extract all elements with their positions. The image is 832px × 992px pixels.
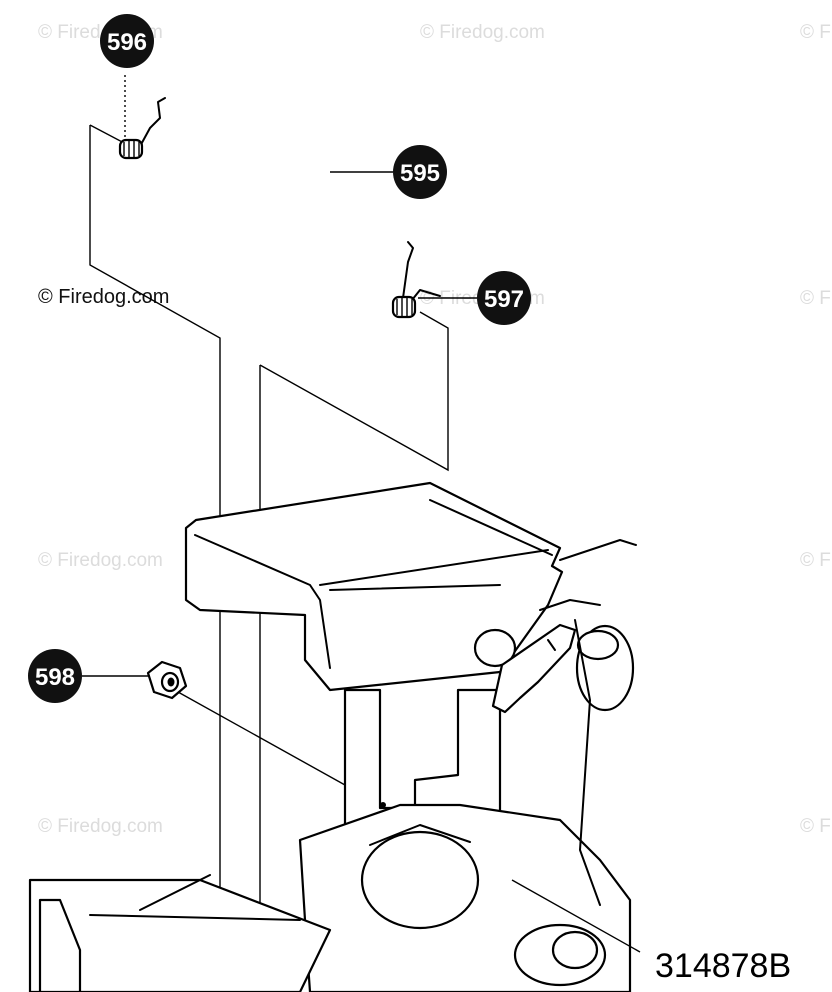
torsion-spring-597 [391, 241, 441, 319]
callout-badge [393, 145, 447, 199]
callout-596: 596 [100, 14, 154, 68]
callout-badge [28, 649, 82, 703]
watermark-text: © Firedog.com [800, 288, 832, 309]
watermark-text: © Firedog.com [38, 550, 163, 571]
watermark-text: © Firedog.com [420, 22, 545, 43]
torsion-spring-596 [118, 75, 166, 160]
callout-label: 598 [35, 664, 75, 691]
hex-nut-598 [146, 660, 188, 700]
callout-595: 595 [330, 145, 447, 199]
watermark-text-dark: © Firedog.com [38, 286, 169, 308]
callout-badge [477, 271, 531, 325]
callout-597: 597 [418, 271, 531, 325]
auger-housing [28, 619, 632, 992]
callout-label: 596 [107, 29, 147, 56]
callout-label: 595 [400, 160, 440, 187]
watermark-layer: © Firedog.com © Firedog.com © Firedog.co… [38, 22, 832, 837]
crank-knob-assembly [473, 539, 637, 714]
leader-line [511, 879, 641, 953]
watermark-text: © Firedog.com [800, 816, 832, 837]
watermark-text: © Firedog.com [38, 816, 163, 837]
callout-label: 597 [484, 286, 524, 313]
spring-rod-595 [129, 84, 396, 307]
callout-598: 598 [28, 649, 150, 703]
callout-badge [100, 14, 154, 68]
alignment-lines [89, 124, 449, 955]
figure-number: 314878B [655, 947, 791, 985]
chute-deflector [184, 481, 564, 692]
watermark-text: © Firedog.com [800, 22, 832, 43]
watermark-text: © Firedog.com [800, 550, 832, 571]
